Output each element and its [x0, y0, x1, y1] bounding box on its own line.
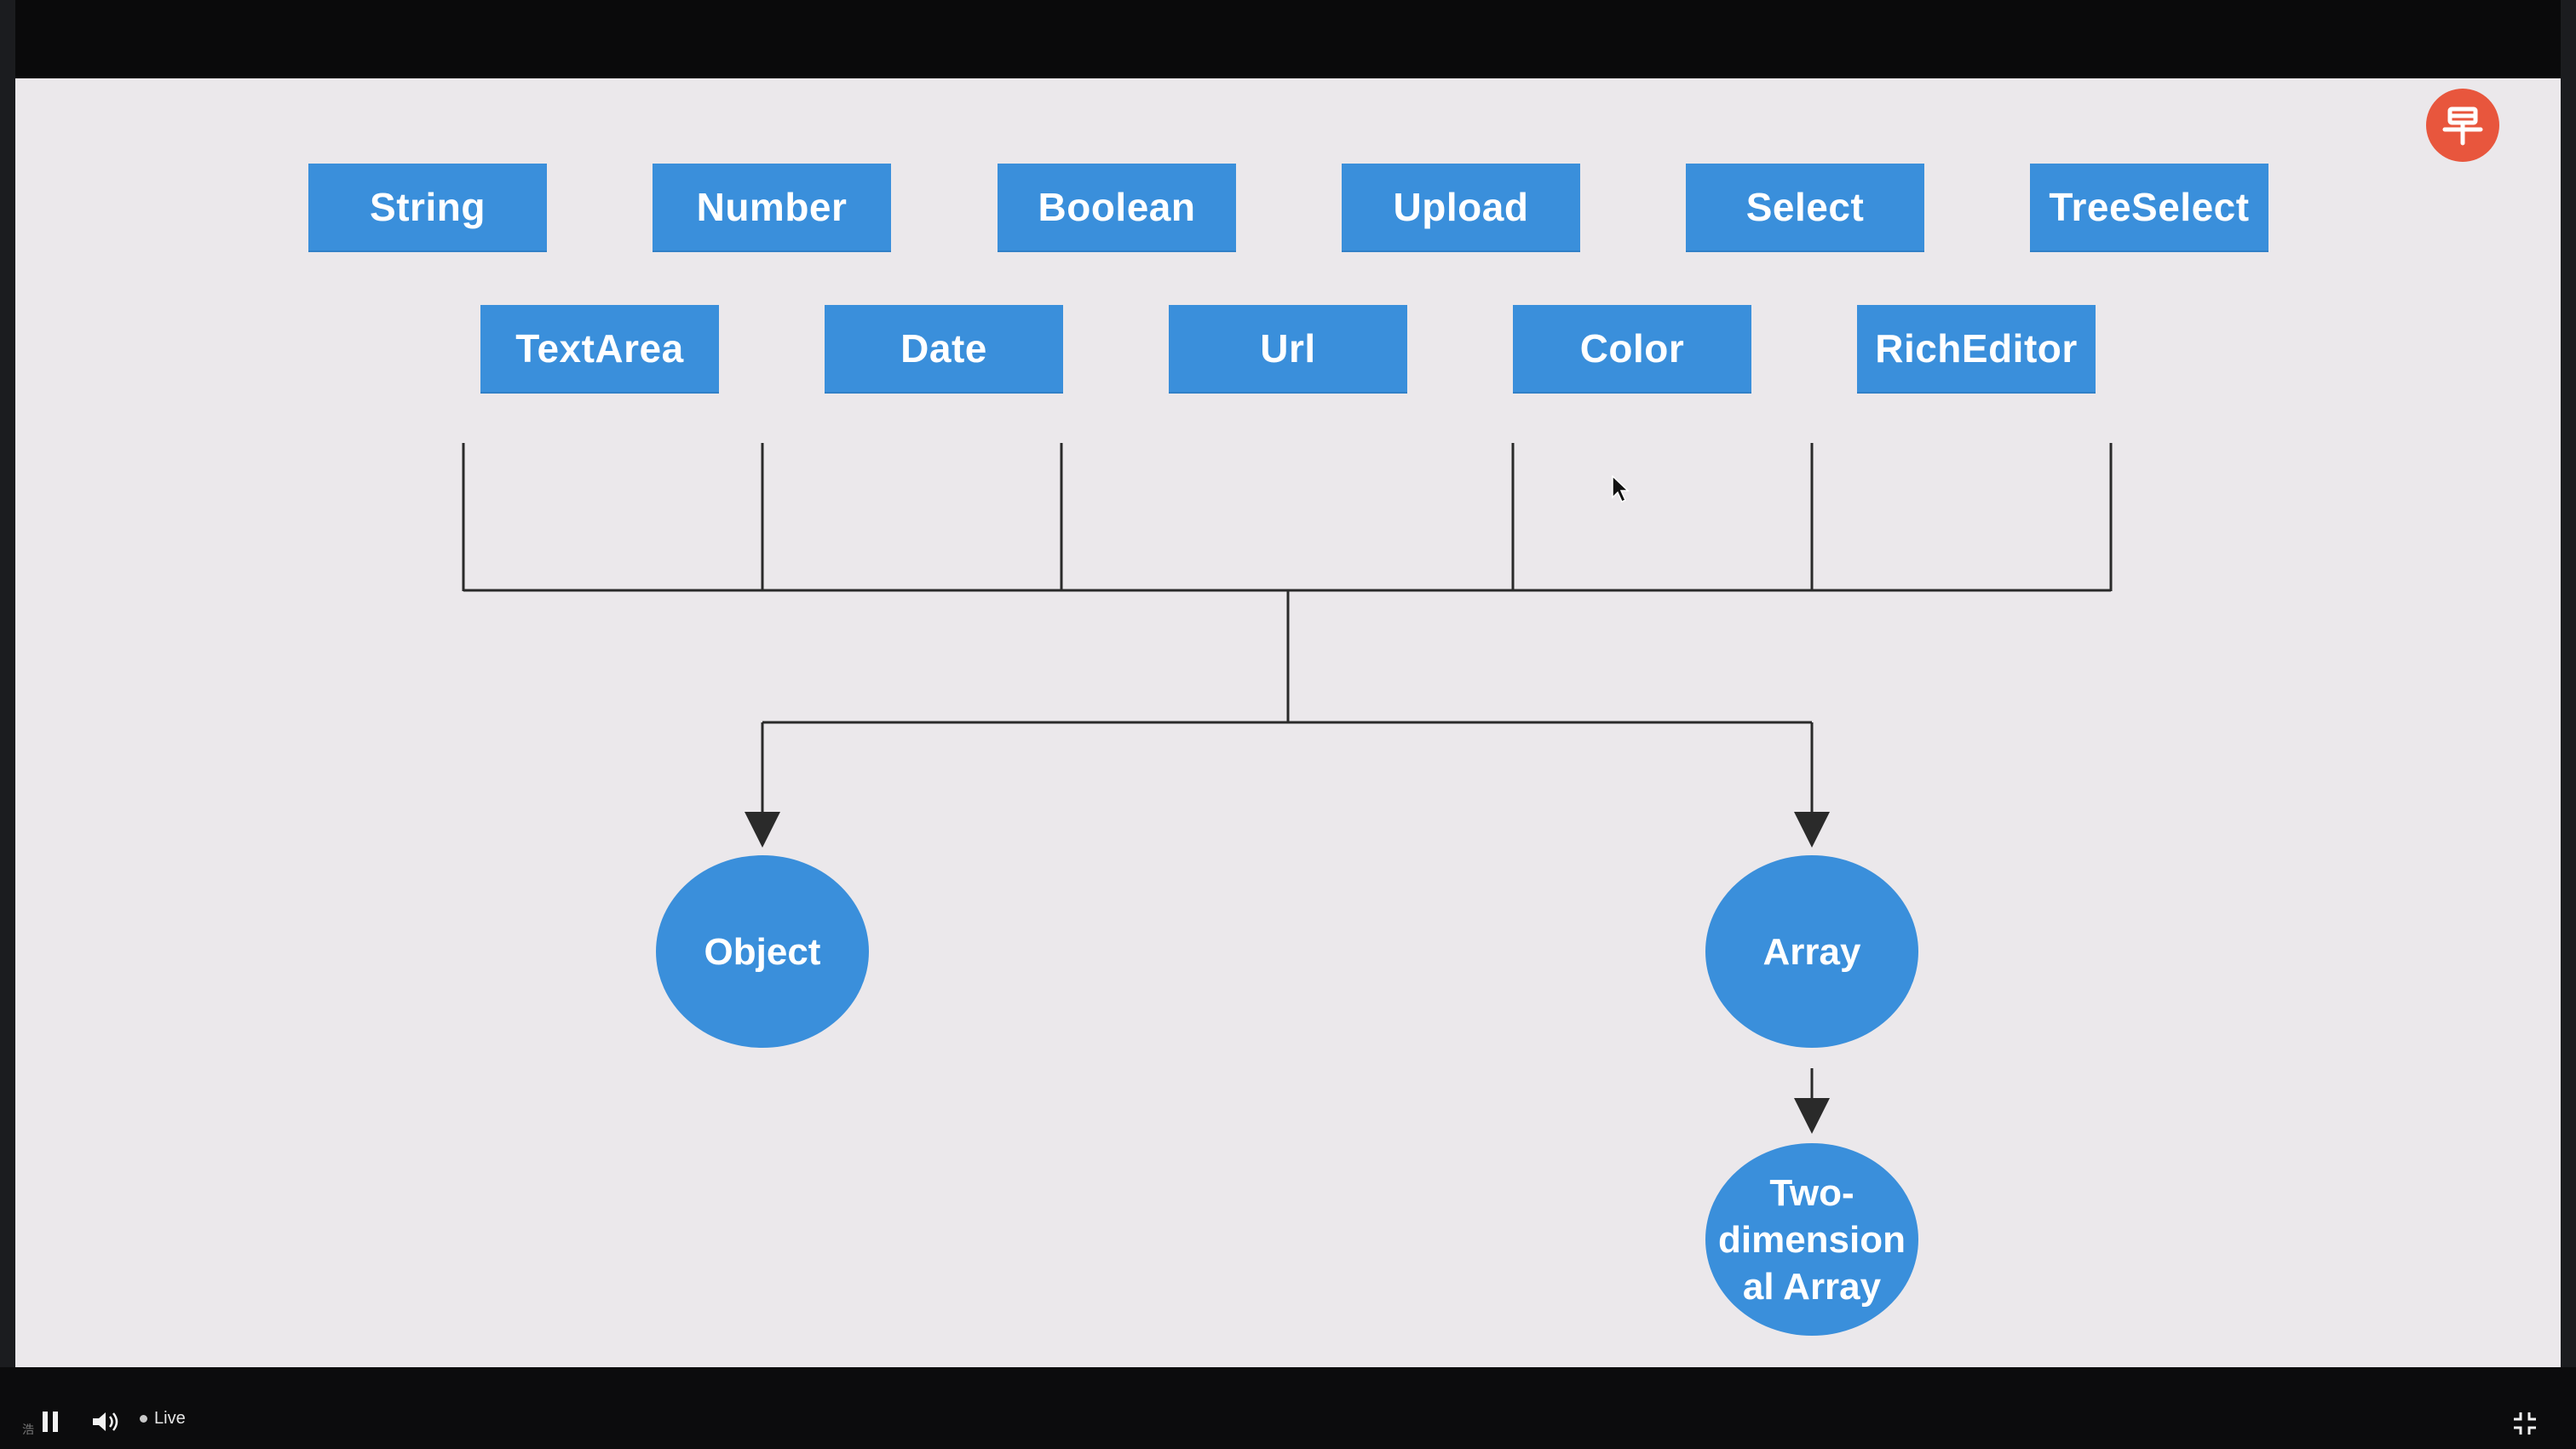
corner-label: 浩: [22, 1423, 34, 1436]
type-box-upload: Upload: [1342, 164, 1580, 252]
type-box-select: Select: [1686, 164, 1924, 252]
exit-fullscreen-button[interactable]: [2506, 1409, 2544, 1438]
top-bar: [0, 0, 2576, 78]
node-array: Array: [1705, 855, 1918, 1048]
cursor-icon: [1612, 475, 1630, 503]
pause-button[interactable]: [36, 1407, 65, 1436]
node-two-dimensional-array: Two- dimension al Array: [1705, 1143, 1918, 1336]
type-box-number: Number: [653, 164, 891, 252]
node-object: Object: [656, 855, 869, 1048]
live-dot: [140, 1415, 147, 1423]
player-control-bar: [0, 1367, 2576, 1449]
live-label: Live: [154, 1409, 186, 1428]
right-edge: [2561, 0, 2576, 1449]
connector-lines: [462, 443, 2113, 1134]
type-box-color: Color: [1513, 305, 1751, 394]
type-box-textarea: TextArea: [480, 305, 719, 394]
type-box-boolean: Boolean: [998, 164, 1236, 252]
pause-icon: [43, 1412, 58, 1432]
type-box-url: Url: [1169, 305, 1407, 394]
live-indicator: Live: [140, 1409, 186, 1429]
brand-logo-icon[interactable]: [2426, 89, 2499, 162]
type-box-date: Date: [825, 305, 1063, 394]
exit-fullscreen-icon: [2514, 1412, 2536, 1435]
left-edge: [0, 0, 15, 1449]
type-box-string: String: [308, 164, 547, 252]
slide-canvas: String Number Boolean Upload Select Tree…: [15, 78, 2561, 1367]
volume-icon: [93, 1412, 118, 1431]
type-box-richeditor: RichEditor: [1857, 305, 2096, 394]
volume-button[interactable]: [89, 1407, 123, 1436]
type-box-treeselect: TreeSelect: [2030, 164, 2268, 252]
